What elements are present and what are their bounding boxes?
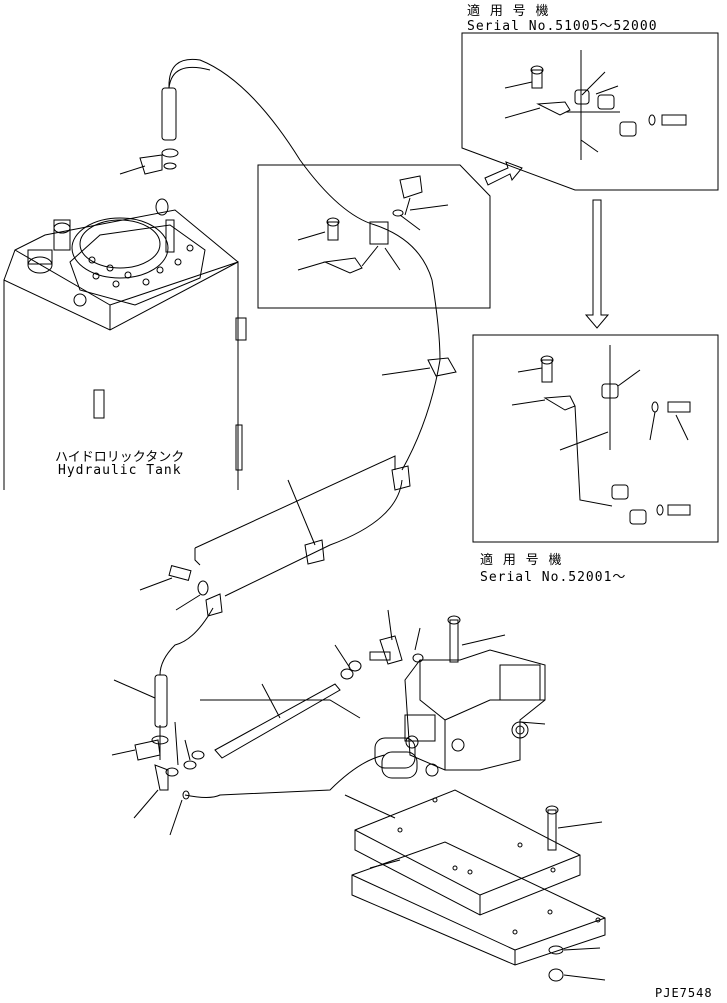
serial-51005-inset bbox=[461, 32, 719, 191]
hose-clamps bbox=[194, 357, 457, 617]
hydraulic-tank-en-label: Hydraulic Tank bbox=[58, 463, 182, 478]
hydraulic-tank bbox=[3, 198, 247, 490]
rod bbox=[214, 683, 341, 759]
applicable-models-bottom-label: 適 用 号 機 bbox=[480, 553, 563, 568]
serial-range-bottom-label: Serial No.52001～ bbox=[480, 570, 627, 585]
control-valve bbox=[334, 609, 546, 779]
mounting-plates bbox=[344, 789, 606, 982]
arrow-down-icon bbox=[584, 199, 610, 329]
drawing-code-label: PJE7548 bbox=[655, 986, 713, 1000]
bolt-washer-group bbox=[139, 564, 209, 611]
hydraulic-tank-jp-label: ハイドロリックタンク bbox=[55, 450, 185, 465]
hose-lines bbox=[159, 58, 441, 798]
tank-fittings bbox=[119, 66, 211, 175]
lower-fittings bbox=[111, 674, 205, 836]
applicable-models-top-label: 適 用 号 機 bbox=[467, 4, 550, 19]
serial-52001-inset bbox=[472, 334, 719, 543]
clamp-inset-box bbox=[257, 164, 491, 309]
arrow-right-icon bbox=[484, 161, 523, 186]
serial-range-top-label: Serial No.51005～52000 bbox=[467, 19, 658, 34]
